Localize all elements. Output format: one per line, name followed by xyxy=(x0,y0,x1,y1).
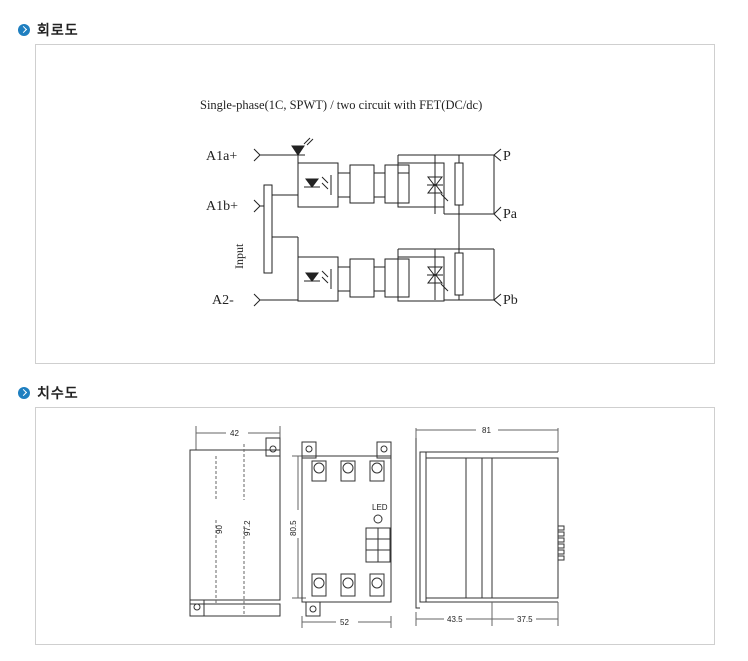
channel-2 xyxy=(297,248,494,302)
circuit-heading-text: 회로도 xyxy=(37,23,79,39)
input-a2-label: A2- xyxy=(212,293,234,308)
circuit-panel: Single-phase(1C, SPWT) / two circuit wit… xyxy=(35,44,715,364)
gate-block-2 xyxy=(384,258,410,298)
input-a1a-label: A1a+ xyxy=(206,149,237,164)
triac-icon xyxy=(426,266,444,277)
triac-icon xyxy=(426,176,444,187)
circuit-title: Single-phase(1C, SPWT) / two circuit wit… xyxy=(200,98,482,112)
output-wiring xyxy=(459,148,502,307)
led-diode-icon xyxy=(291,145,305,156)
fet-block-1 xyxy=(397,162,445,208)
varistor-1 xyxy=(454,162,464,206)
dim-side-left: 43.5 xyxy=(447,615,463,624)
circuit-section-heading: 회로도 xyxy=(18,20,79,40)
input-resistor xyxy=(263,184,273,274)
front-view: 42 90 97.2 xyxy=(189,426,281,617)
circuit-diagram: Single-phase(1C, SPWT) / two circuit wit… xyxy=(200,98,518,308)
input-label: Input xyxy=(232,243,246,269)
varistor-2 xyxy=(454,252,464,296)
output-pb-label: Pb xyxy=(503,293,518,308)
side-view: 81 43.5 37.5 xyxy=(415,426,565,626)
input-wiring xyxy=(260,137,314,301)
input-terminals xyxy=(253,148,261,307)
dim-front-height-outer: 97.2 xyxy=(243,520,252,536)
fet-block-2 xyxy=(397,256,445,302)
output-p-label: P xyxy=(503,149,511,164)
dimension-section-heading: 치수도 xyxy=(18,383,79,403)
output-pa-label: Pa xyxy=(503,207,518,222)
led-label: LED xyxy=(372,503,388,512)
led-indicator-icon xyxy=(373,514,383,524)
driver-2 xyxy=(349,258,375,298)
dimension-heading-text: 치수도 xyxy=(37,386,79,402)
photocoupler-2 xyxy=(297,256,339,302)
channel-1 xyxy=(297,154,494,249)
top-view: 80.5 LED xyxy=(289,441,392,628)
dim-side-depth: 81 xyxy=(482,426,491,435)
chevron-right-icon xyxy=(18,24,30,36)
dim-front-width: 42 xyxy=(230,429,239,438)
input-a1b-label: A1b+ xyxy=(206,199,238,214)
photocoupler-1 xyxy=(297,162,339,208)
dimension-drawing: 42 90 97.2 80.5 xyxy=(189,426,565,628)
dim-top-height: 80.5 xyxy=(289,520,298,536)
dim-side-right: 37.5 xyxy=(517,615,533,624)
dimension-panel: 42 90 97.2 80.5 xyxy=(35,407,715,645)
driver-1 xyxy=(349,164,375,204)
dim-front-height-inner: 90 xyxy=(215,525,224,534)
gate-block-1 xyxy=(384,164,410,204)
dim-top-width: 52 xyxy=(340,618,349,627)
chevron-right-icon xyxy=(18,387,30,399)
